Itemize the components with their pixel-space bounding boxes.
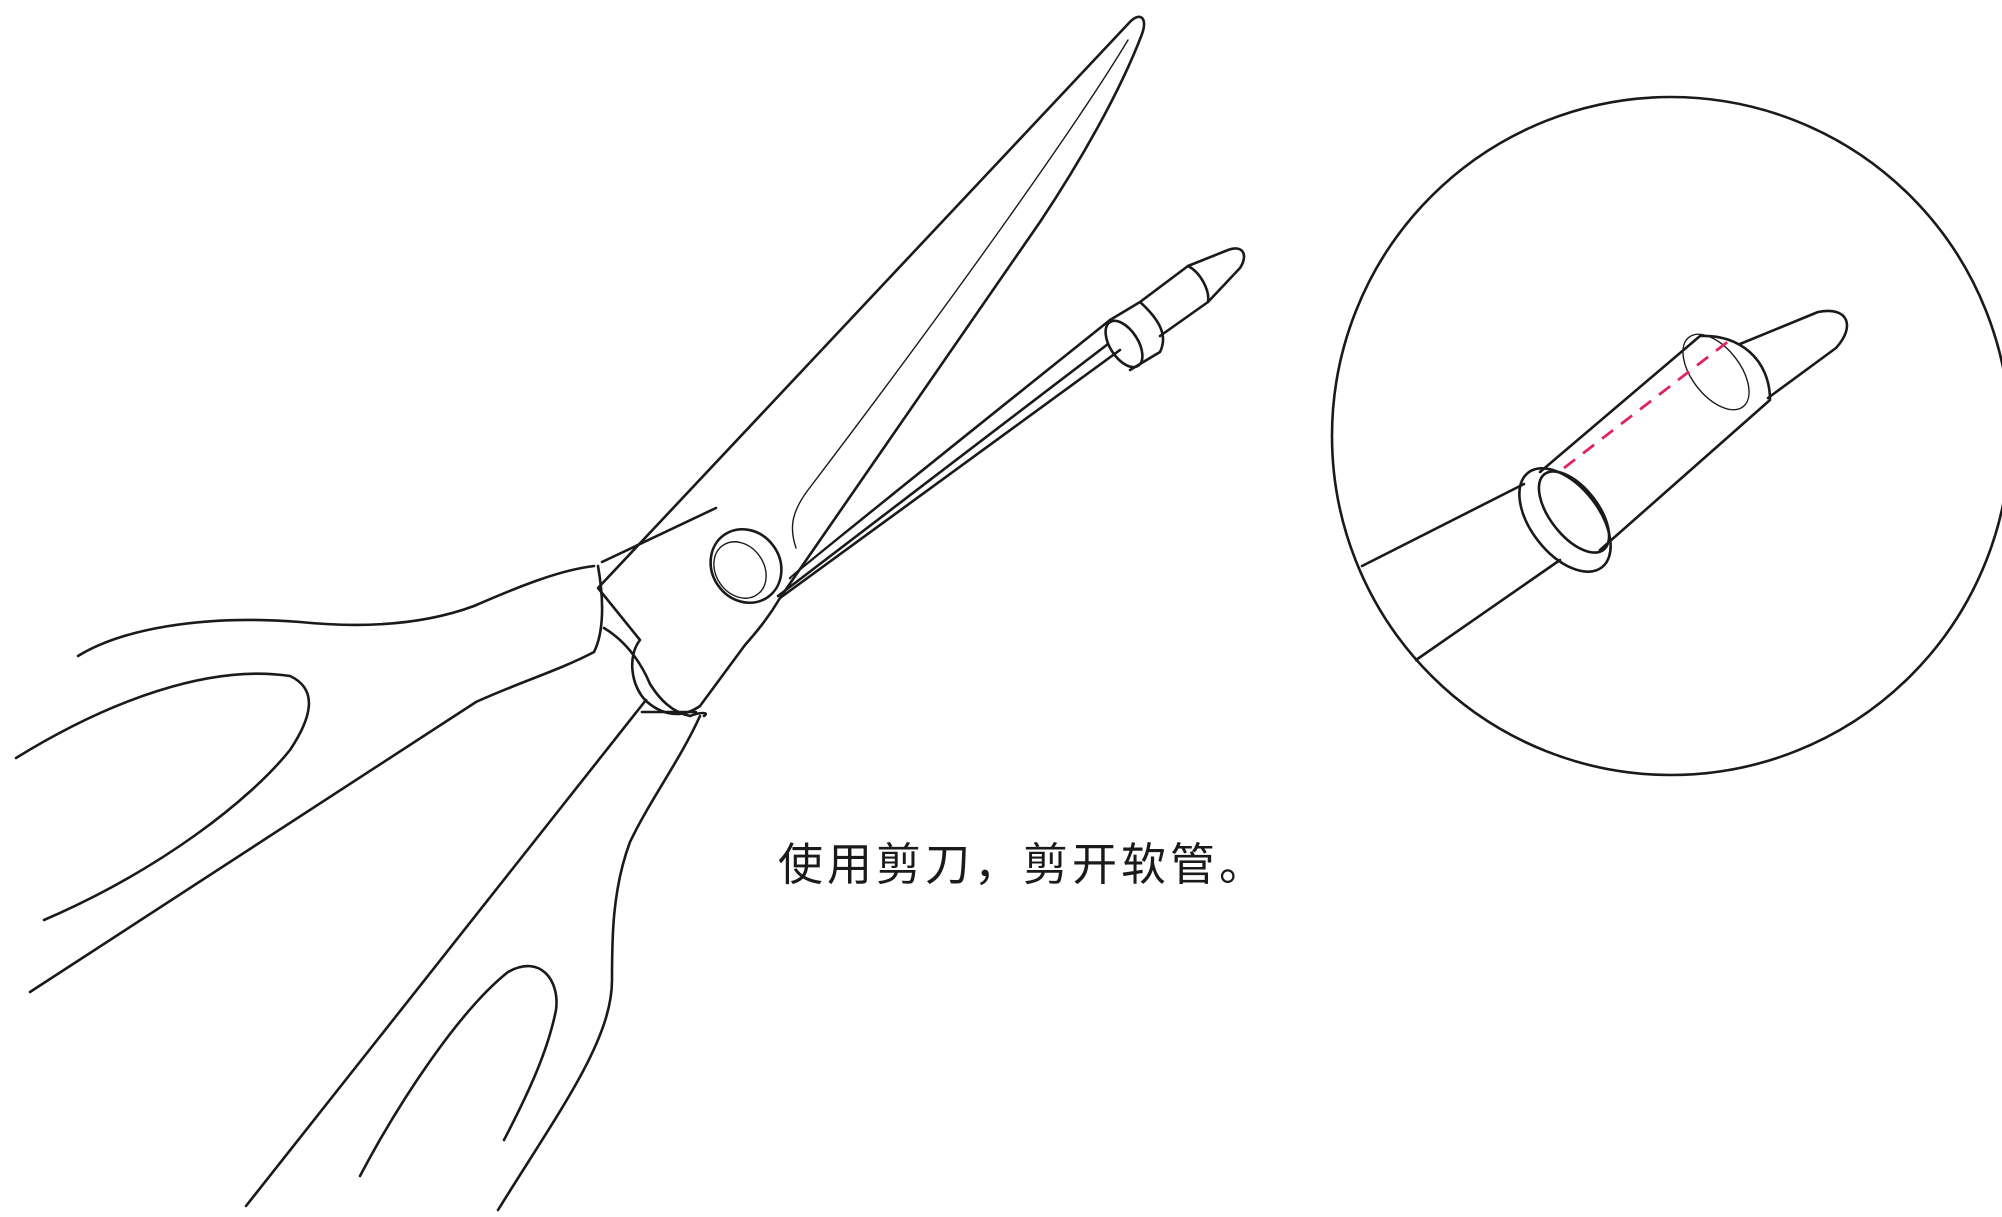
scissors-illustration — [14, 15, 1246, 1212]
scissors-lower-handle — [244, 698, 702, 1212]
detail-hose — [1360, 482, 1562, 662]
pivot-screw-outer — [709, 527, 783, 605]
detail-sleeve — [1518, 309, 1849, 574]
scissors-upper-handle — [14, 564, 604, 994]
scissors-lower-blade — [776, 318, 1112, 598]
scissors-tube-sleeve — [1104, 247, 1246, 372]
cut-line — [1563, 338, 1731, 470]
scissors-lower-blade-lower-edge — [778, 348, 1122, 600]
zoom-detail-circle — [1330, 95, 2002, 777]
scissors-upper-blade — [596, 15, 1146, 716]
scissors-blade-back — [600, 506, 718, 564]
zoom-detail — [1330, 95, 2002, 777]
scissors-blade-groove — [791, 39, 1129, 549]
pivot-screw-inner — [713, 541, 767, 599]
scissors-collar — [602, 626, 708, 718]
instruction-caption: 使用剪刀，剪开软管。 — [778, 838, 1269, 891]
